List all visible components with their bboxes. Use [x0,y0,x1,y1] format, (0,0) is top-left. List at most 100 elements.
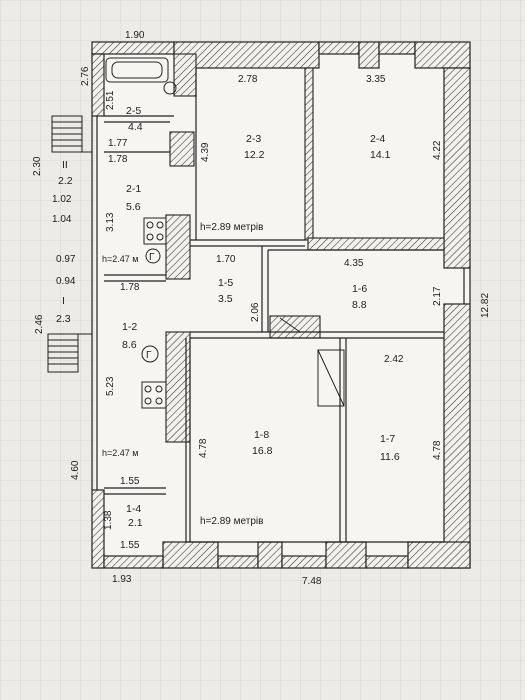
room-area-1-7: 11.6 [380,451,400,463]
stove-upper [143,217,167,264]
room-id-1-2: 1-2 [122,321,137,333]
room-id-2-5: 2-5 [126,105,141,117]
gas-symbol-lower: Г [146,350,152,361]
room-area-II: 2.2 [58,175,73,187]
room-id-2-4: 2-4 [370,133,385,145]
dim-overall-right: 12.82 [480,293,491,318]
wall-stair-block [269,315,321,339]
wall-top-left [91,41,175,55]
room-area-1-4: 2.1 [128,517,143,529]
dim-porch-I-outer: 0.97 [56,254,76,265]
dim-porch-II-width: 1.02 [52,194,72,205]
dim-1-5-height: 2.06 [250,302,261,322]
height-notes: h=2.89 метрів h=2.89 метрів h=2.47 м h=2… [102,222,263,527]
wall-2-3-2-4 [304,67,314,241]
dim-2-5-height: 2.51 [105,90,116,110]
wall-bottom-left-pier [162,541,219,569]
dim-room-2-4-width: 3.35 [366,74,386,85]
room-id-I: I [62,295,65,307]
porch-steps-I [47,333,92,373]
wall-2-5-pier [169,131,195,167]
dim-1-6-height: 2.17 [432,286,443,306]
room-id-1-8: 1-8 [254,429,269,441]
dim-width-1-78-mid: 1.78 [120,282,140,293]
dim-2-4-height: 4.22 [432,140,443,160]
height-note-hall-top: h=2.47 м [102,254,138,264]
room-area-1-5: 3.5 [218,293,233,305]
wall-2-4-bottom [307,237,445,251]
room-labels: 2-5 4.4 2-3 12.2 2-4 14.1 II 2.2 2-1 5.6… [56,105,400,529]
room-area-2-5: 4.4 [128,121,143,133]
wall-top-right-thin [378,41,416,55]
floor-fill [95,42,470,568]
dimension-labels: 1.90 2.76 2.78 3.35 2.51 1.77 1.78 4.39 … [32,30,491,587]
room-id-1-4: 1-4 [126,503,141,515]
exterior-walls [91,41,471,569]
porch-steps-II [51,115,92,153]
dim-width-1-70: 1.70 [216,254,236,265]
wall-right-lower [443,303,471,569]
room-id-1-5: 1-5 [218,277,233,289]
wall-left-bottom [91,489,105,569]
room-area-2-3: 12.2 [244,149,265,161]
dim-1-7-height: 4.78 [432,440,443,460]
dim-bottom-left: 1.93 [112,574,132,585]
wall-bottom-pier-2 [257,541,283,569]
dim-width-1-77: 1.77 [108,138,128,149]
wall-bottom-thin-2 [281,555,327,569]
dim-room-2-3-width: 2.78 [238,74,258,85]
dim-1-4-top: 1.55 [120,476,140,487]
height-note-lower: h=2.89 метрів [200,516,263,527]
height-note-upper: h=2.89 метрів [200,222,263,233]
room-area-1-6: 8.8 [352,299,367,311]
wall-top-pier [358,41,380,69]
wall-bathroom [173,53,197,97]
dim-porch-II-inner: 1.04 [52,214,72,225]
wall-bottom-thin-1 [217,555,259,569]
dim-width-4-35: 4.35 [344,258,364,269]
interior-thin-walls [104,68,444,543]
room-area-I: 2.3 [56,313,71,325]
dim-1-2-height: 5.23 [105,376,116,396]
dim-left-top-section: 2.76 [80,66,91,86]
bathtub [105,57,177,95]
gas-symbol-upper: Г [149,252,155,263]
dim-porch-II-height: 2.30 [32,156,43,176]
dim-2-1-height: 3.13 [105,212,116,232]
dim-top-total: 1.90 [125,30,145,41]
dim-2-3-height: 4.39 [200,142,211,162]
wall-bottom-pier-3 [325,541,367,569]
dim-porch-I-height: 2.46 [34,314,45,334]
wall-stair-pier [165,214,191,280]
wall-bottom-left-thin [103,555,164,569]
room-id-II: II [62,159,68,171]
dim-1-4-bottom: 1.55 [120,540,140,551]
wall-top-middle [173,41,320,69]
dim-1-8-height: 4.78 [198,438,209,458]
dim-width-1-78-top: 1.78 [108,154,128,165]
dim-bottom-total: 7.48 [302,576,322,587]
wall-bottom-right [407,541,471,569]
dim-porch-I-inner: 0.94 [56,276,76,287]
wall-right-upper [443,67,471,269]
room-id-1-7: 1-7 [380,433,395,445]
stair-symbol [279,317,345,407]
room-id-2-1: 2-1 [126,183,141,195]
room-area-1-2: 8.6 [122,339,137,351]
room-area-2-1: 5.6 [126,201,141,213]
height-note-hall-bottom: h=2.47 м [102,448,138,458]
wall-top-middle-thin [318,41,360,55]
wall-left-top [91,53,105,117]
wall-bottom-thin-3 [365,555,409,569]
room-area-1-8: 16.8 [252,445,273,457]
dim-left-lower: 4.60 [70,460,81,480]
thin-wall-lines [91,116,471,490]
room-area-2-4: 14.1 [370,149,391,161]
dim-1-4-height: 1.38 [103,510,114,530]
dim-width-2-42: 2.42 [384,354,404,365]
wall-top-right [414,41,471,69]
room-id-2-3: 2-3 [246,133,261,145]
room-id-1-6: 1-6 [352,283,367,295]
